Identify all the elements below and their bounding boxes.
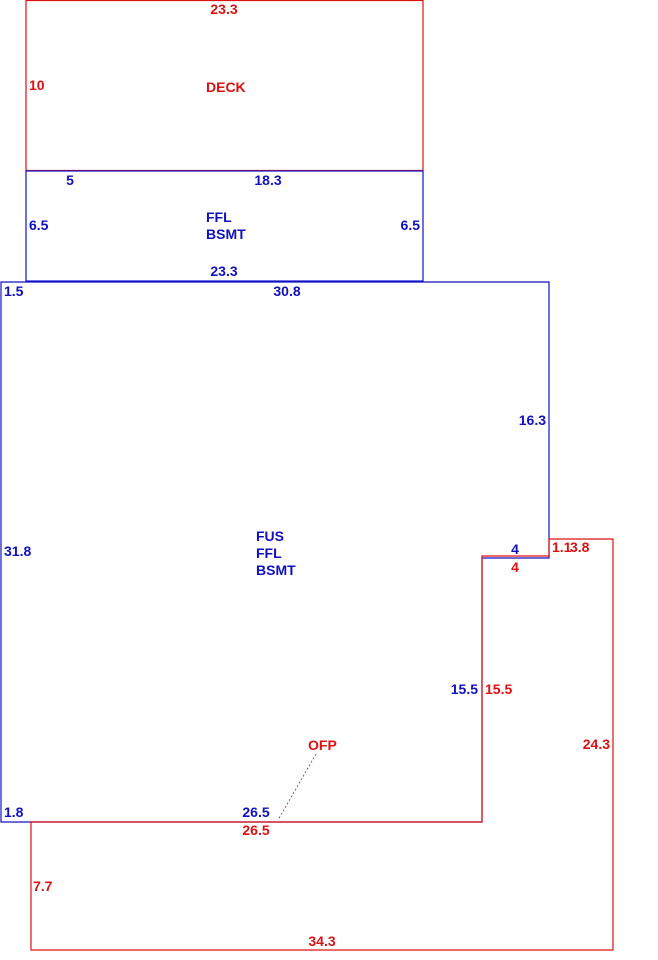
main-right-lower-dimension: 15.5 xyxy=(451,681,478,697)
main-area-label-line3: BSMT xyxy=(256,562,296,578)
ofp-corner-dimension-b: 3.8 xyxy=(570,539,590,555)
ffl-bsmt-bottom-dimension: 23.3 xyxy=(210,263,237,279)
deck-area-label: DECK xyxy=(206,79,246,95)
ffl-bsmt-area-label-line2: BSMT xyxy=(206,226,246,242)
main-bottom-dimension: 26.5 xyxy=(242,804,269,820)
main-notch-dimension: 4 xyxy=(511,541,519,557)
ffl-bsmt-outline xyxy=(25,170,424,282)
ofp-notch-dimension: 4 xyxy=(511,559,519,575)
main-right-upper-dimension: 16.3 xyxy=(519,412,546,428)
main-area-label-line1: FUS xyxy=(256,528,284,544)
deck-top-dimension: 23.3 xyxy=(210,1,237,17)
ffl-bsmt-top-dimension: 18.3 xyxy=(254,172,281,188)
ffl-bsmt-left-dimension: 6.5 xyxy=(29,217,49,233)
ofp-corner-dimension-a: 1.1 xyxy=(552,539,572,555)
ofp-leader-line xyxy=(277,753,317,821)
ofp-bottom-dimension: 34.3 xyxy=(308,933,335,949)
ofp-top-dimension: 26.5 xyxy=(242,822,269,838)
main-area-label-line2: FFL xyxy=(256,545,282,561)
ofp-right-dimension: 24.3 xyxy=(583,736,610,752)
ofp-outline xyxy=(30,538,614,951)
ffl-bsmt-right-dimension: 6.5 xyxy=(401,217,421,233)
ofp-area-label: OFP xyxy=(308,737,337,753)
ofp-inner-dimension: 15.5 xyxy=(485,681,512,697)
main-top-dimension: 30.8 xyxy=(273,283,300,299)
ofp-left-dimension: 7.7 xyxy=(33,878,53,894)
ffl-bsmt-top-left-dimension: 5 xyxy=(66,172,74,188)
main-left-dimension: 31.8 xyxy=(4,543,31,559)
deck-left-dimension: 10 xyxy=(29,77,45,93)
main-top-left-dimension: 1.5 xyxy=(4,283,24,299)
ffl-bsmt-area-label-line1: FFL xyxy=(206,209,232,225)
main-bottom-left-dimension: 1.8 xyxy=(4,804,24,820)
